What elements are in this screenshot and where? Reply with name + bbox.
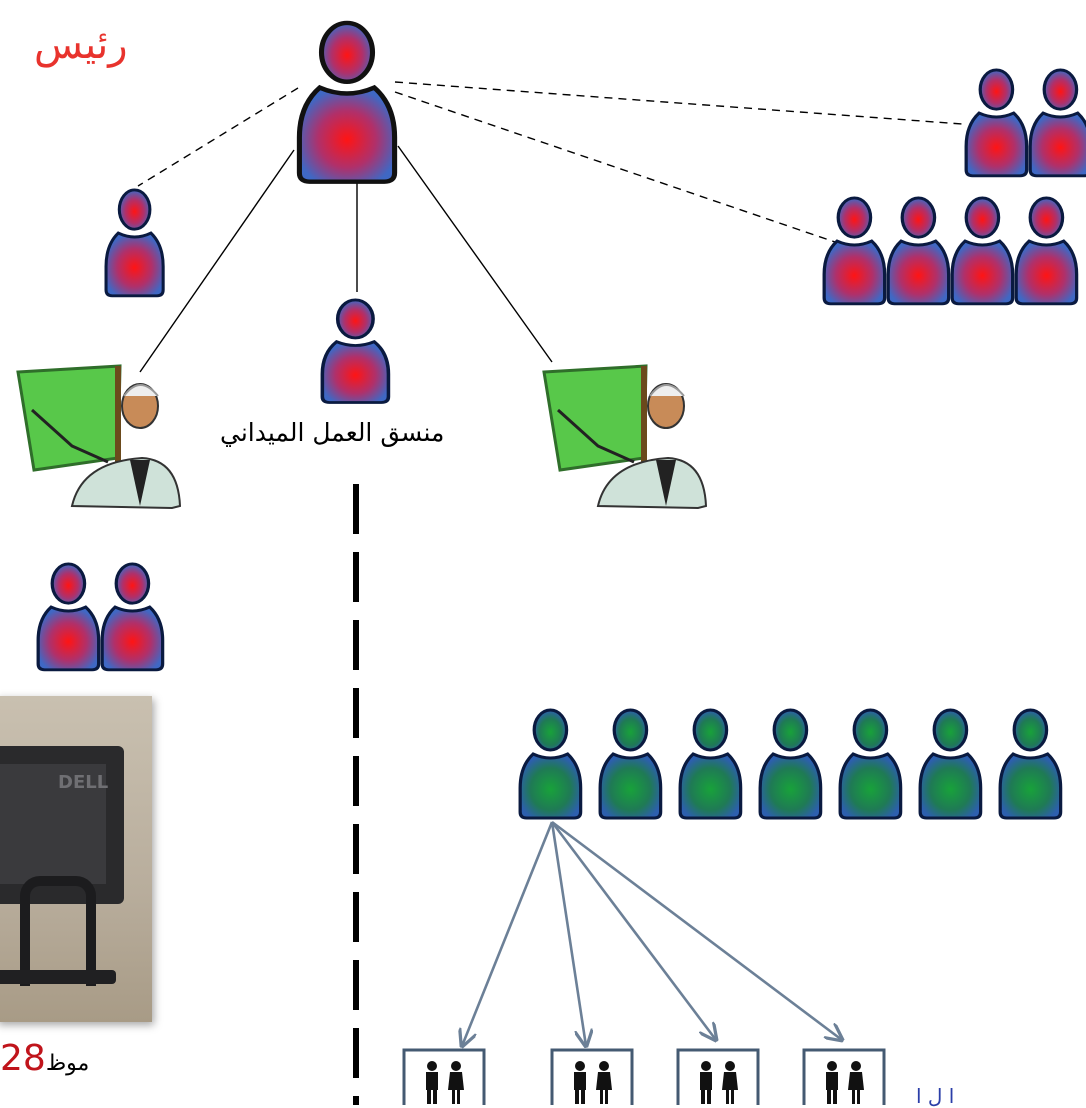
- staff-group-left-pair: [36, 562, 165, 672]
- solid-connector: [397, 145, 553, 363]
- staff-group-top-right: [964, 68, 1086, 178]
- trainer-clipart-icon: [16, 364, 182, 510]
- person-icon: [100, 562, 165, 672]
- household-arrows: [462, 820, 842, 1046]
- solid-connector: [139, 149, 295, 373]
- arrow: [550, 821, 586, 1046]
- monitor-brand: DELL: [58, 772, 109, 793]
- person-icon: [822, 196, 887, 306]
- arrow: [462, 821, 554, 1046]
- staff-group-right-row: [822, 196, 1079, 306]
- person-icon: [998, 708, 1063, 820]
- arrow: [551, 820, 842, 1040]
- person-icon: [950, 196, 1015, 306]
- person-icon: [1028, 68, 1086, 178]
- monitor-base: [0, 970, 116, 984]
- head-label: رئيس: [34, 22, 128, 68]
- dashed-connector: [394, 81, 963, 125]
- connectors: [137, 81, 963, 1105]
- person-icon: [964, 68, 1029, 178]
- person-icon: [1014, 196, 1079, 306]
- household-icon: [676, 1048, 760, 1105]
- person-icon: [518, 708, 583, 820]
- screen-shape: [0, 764, 106, 884]
- person-icon: [886, 196, 951, 306]
- person-icon: [918, 708, 983, 820]
- household-group: [402, 1048, 886, 1105]
- person-icon: [598, 708, 663, 820]
- staff-label: 28موظ: [0, 1038, 93, 1079]
- dashed-connector: [394, 91, 836, 243]
- computer-photo: DELL: [0, 696, 152, 1022]
- staff-text: موظ: [45, 1051, 90, 1076]
- household-icon: [550, 1048, 634, 1105]
- staff-count: 28: [0, 1038, 46, 1079]
- enumerator-group: [518, 708, 1063, 820]
- person-icon: [36, 562, 101, 672]
- field-coordinator-label: منسق العمل الميداني: [220, 418, 445, 447]
- arrow: [550, 821, 716, 1040]
- dashed-connector: [137, 87, 299, 187]
- field-team-label: ا ل ا: [916, 1084, 955, 1108]
- trainer-clipart-icon: [542, 364, 708, 510]
- person-icon: [678, 708, 743, 820]
- household-icon: [802, 1048, 886, 1105]
- field-coordinator-icon: [320, 298, 391, 405]
- head-person-icon: [299, 23, 394, 182]
- person-icon: [104, 188, 165, 298]
- person-icon: [758, 708, 823, 820]
- person-icon: [838, 708, 903, 820]
- monitor-stand: [20, 876, 96, 986]
- household-icon: [402, 1048, 486, 1105]
